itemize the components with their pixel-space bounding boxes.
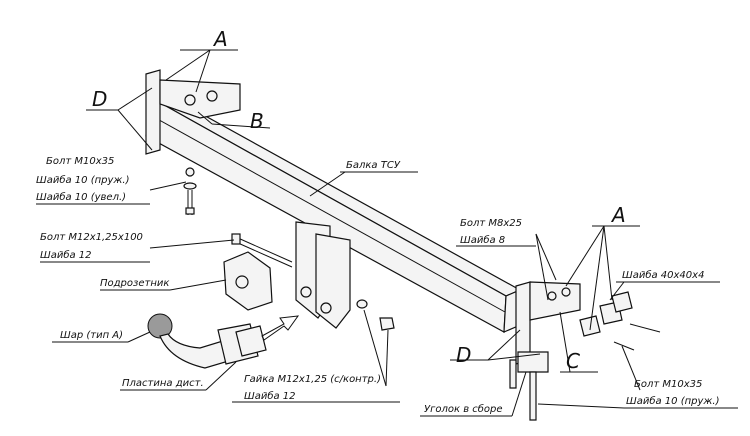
- label-bolt-m8x25: Болт М8х25: [460, 218, 522, 229]
- assembly-arrow: [261, 315, 300, 341]
- label-beam: Балка ТСУ: [346, 160, 401, 171]
- label-corner: Уголок в сборе: [424, 403, 503, 415]
- label-washer-8: Шайба 8: [460, 234, 505, 246]
- left-bracket: [145, 69, 241, 155]
- washer-40-set: [579, 291, 661, 351]
- ball-mount: [147, 313, 267, 369]
- corner-piece: [509, 351, 549, 421]
- label-bolt-m12x125x100: Болт М12х1,25х100: [40, 232, 143, 243]
- label-bolt-m10x35-left: Болт М10х35: [46, 156, 114, 167]
- bolt-m10-left: [183, 167, 197, 215]
- letter-a-top: A: [212, 27, 228, 51]
- leader-lines: [36, 49, 738, 417]
- letter-b: B: [250, 109, 264, 133]
- bolt-m12-long: [231, 233, 293, 268]
- letter-a-right: A: [610, 203, 626, 227]
- label-ball: Шар (тип А): [60, 330, 123, 341]
- letter-d-bottom: D: [456, 343, 471, 367]
- letter-c: C: [566, 349, 580, 373]
- label-washer-12-bottom: Шайба 12: [244, 390, 296, 402]
- label-washer-12-left: Шайба 12: [40, 249, 92, 261]
- beam-center-bracket: [295, 221, 351, 329]
- label-nut: Гайка М12х1,25 (с/контр.): [244, 374, 381, 385]
- label-washer-40: Шайба 40х40х4: [622, 269, 704, 281]
- label-washer-10-wide: Шайба 10 (увел.): [36, 191, 126, 203]
- label-washer-10-spring-left: Шайба 10 (пруж.): [36, 174, 130, 186]
- label-plate: Пластина дист.: [122, 378, 204, 389]
- letter-d-top: D: [92, 87, 107, 111]
- right-bracket: [515, 281, 581, 365]
- nut-m12: [356, 299, 395, 331]
- label-bolt-m10x35-right: Болт М10х35: [634, 379, 702, 390]
- label-washer-10-spring-right: Шайба 10 (пруж.): [626, 395, 720, 407]
- label-socket-plate: Подрозетник: [100, 278, 169, 289]
- socket-plate-part: [223, 251, 273, 311]
